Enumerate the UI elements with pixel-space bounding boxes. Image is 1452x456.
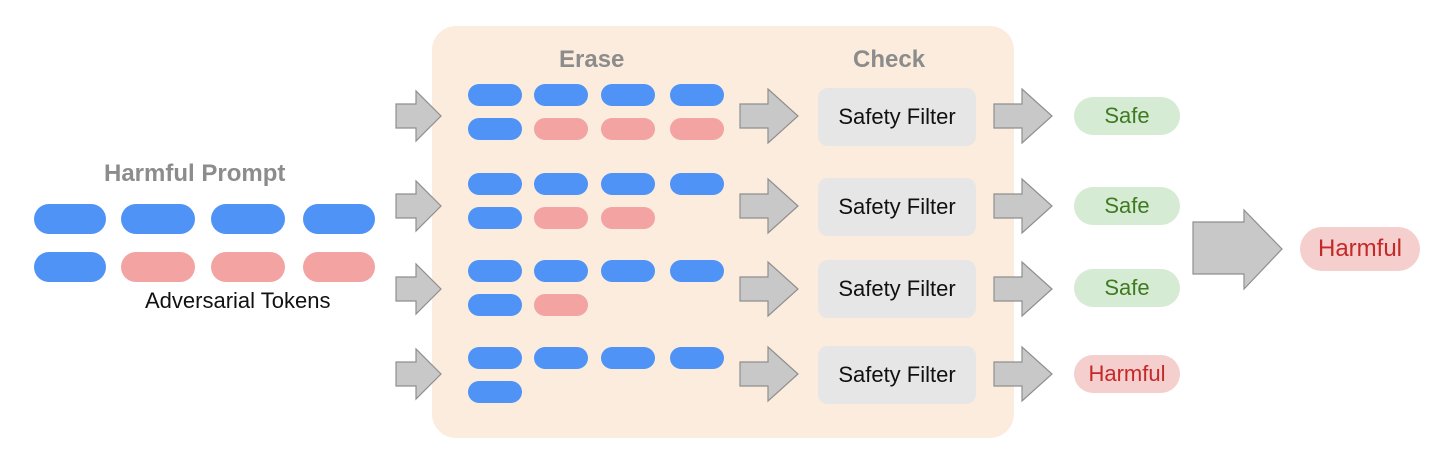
- result-badge-2: Safe: [1074, 187, 1180, 225]
- benign-token: [670, 84, 724, 106]
- benign-token: [34, 252, 106, 282]
- benign-token: [601, 260, 655, 282]
- benign-token: [601, 173, 655, 195]
- safety-filter-3: Safety Filter: [818, 260, 976, 318]
- adversarial-token: [601, 207, 655, 229]
- adversarial-token: [601, 118, 655, 140]
- arrow-right-icon: [395, 180, 442, 232]
- result-badge-3: Safe: [1074, 269, 1180, 307]
- benign-token: [670, 260, 724, 282]
- arrow-right-icon: [993, 178, 1053, 234]
- arrow-right-icon: [395, 263, 442, 315]
- check-heading: Check: [853, 46, 926, 73]
- harmful-prompt-title: Harmful Prompt: [104, 160, 286, 187]
- benign-token: [468, 118, 522, 140]
- benign-token: [468, 84, 522, 106]
- benign-token: [601, 84, 655, 106]
- arrow-right-icon: [739, 261, 799, 317]
- benign-token: [468, 294, 522, 316]
- safety-filter-4: Safety Filter: [818, 346, 976, 404]
- arrow-right-icon: [395, 90, 442, 142]
- benign-token: [468, 173, 522, 195]
- benign-token: [468, 207, 522, 229]
- benign-token: [468, 260, 522, 282]
- arrow-right-icon: [739, 346, 799, 402]
- benign-token: [670, 347, 724, 369]
- arrow-right-icon: [993, 88, 1053, 144]
- arrow-right-icon: [993, 261, 1053, 317]
- arrow-right-icon: [739, 88, 799, 144]
- benign-token: [303, 204, 375, 234]
- benign-token: [121, 204, 195, 234]
- adversarial-token: [534, 294, 588, 316]
- aggregate-arrow-icon: [1192, 208, 1283, 291]
- benign-token: [601, 347, 655, 369]
- benign-token: [534, 347, 588, 369]
- benign-token: [468, 381, 522, 403]
- safety-filter-2: Safety Filter: [818, 178, 976, 236]
- adversarial-token: [211, 252, 285, 282]
- result-badge-4: Harmful: [1074, 355, 1180, 393]
- benign-token: [34, 204, 106, 234]
- adversarial-token: [534, 207, 588, 229]
- benign-token: [468, 347, 522, 369]
- adversarial-tokens-label: Adversarial Tokens: [145, 288, 331, 313]
- benign-token: [670, 173, 724, 195]
- arrow-right-icon: [395, 348, 442, 400]
- adversarial-token: [670, 118, 724, 140]
- benign-token: [534, 84, 588, 106]
- benign-token: [211, 204, 285, 234]
- final-result-badge: Harmful: [1300, 227, 1420, 271]
- adversarial-token: [121, 252, 195, 282]
- safety-filter-1: Safety Filter: [818, 88, 976, 146]
- benign-token: [534, 260, 588, 282]
- arrow-right-icon: [993, 346, 1053, 402]
- adversarial-token: [534, 118, 588, 140]
- result-badge-1: Safe: [1074, 97, 1180, 135]
- erase-heading: Erase: [559, 46, 625, 73]
- adversarial-token: [303, 252, 375, 282]
- arrow-right-icon: [739, 178, 799, 234]
- benign-token: [534, 173, 588, 195]
